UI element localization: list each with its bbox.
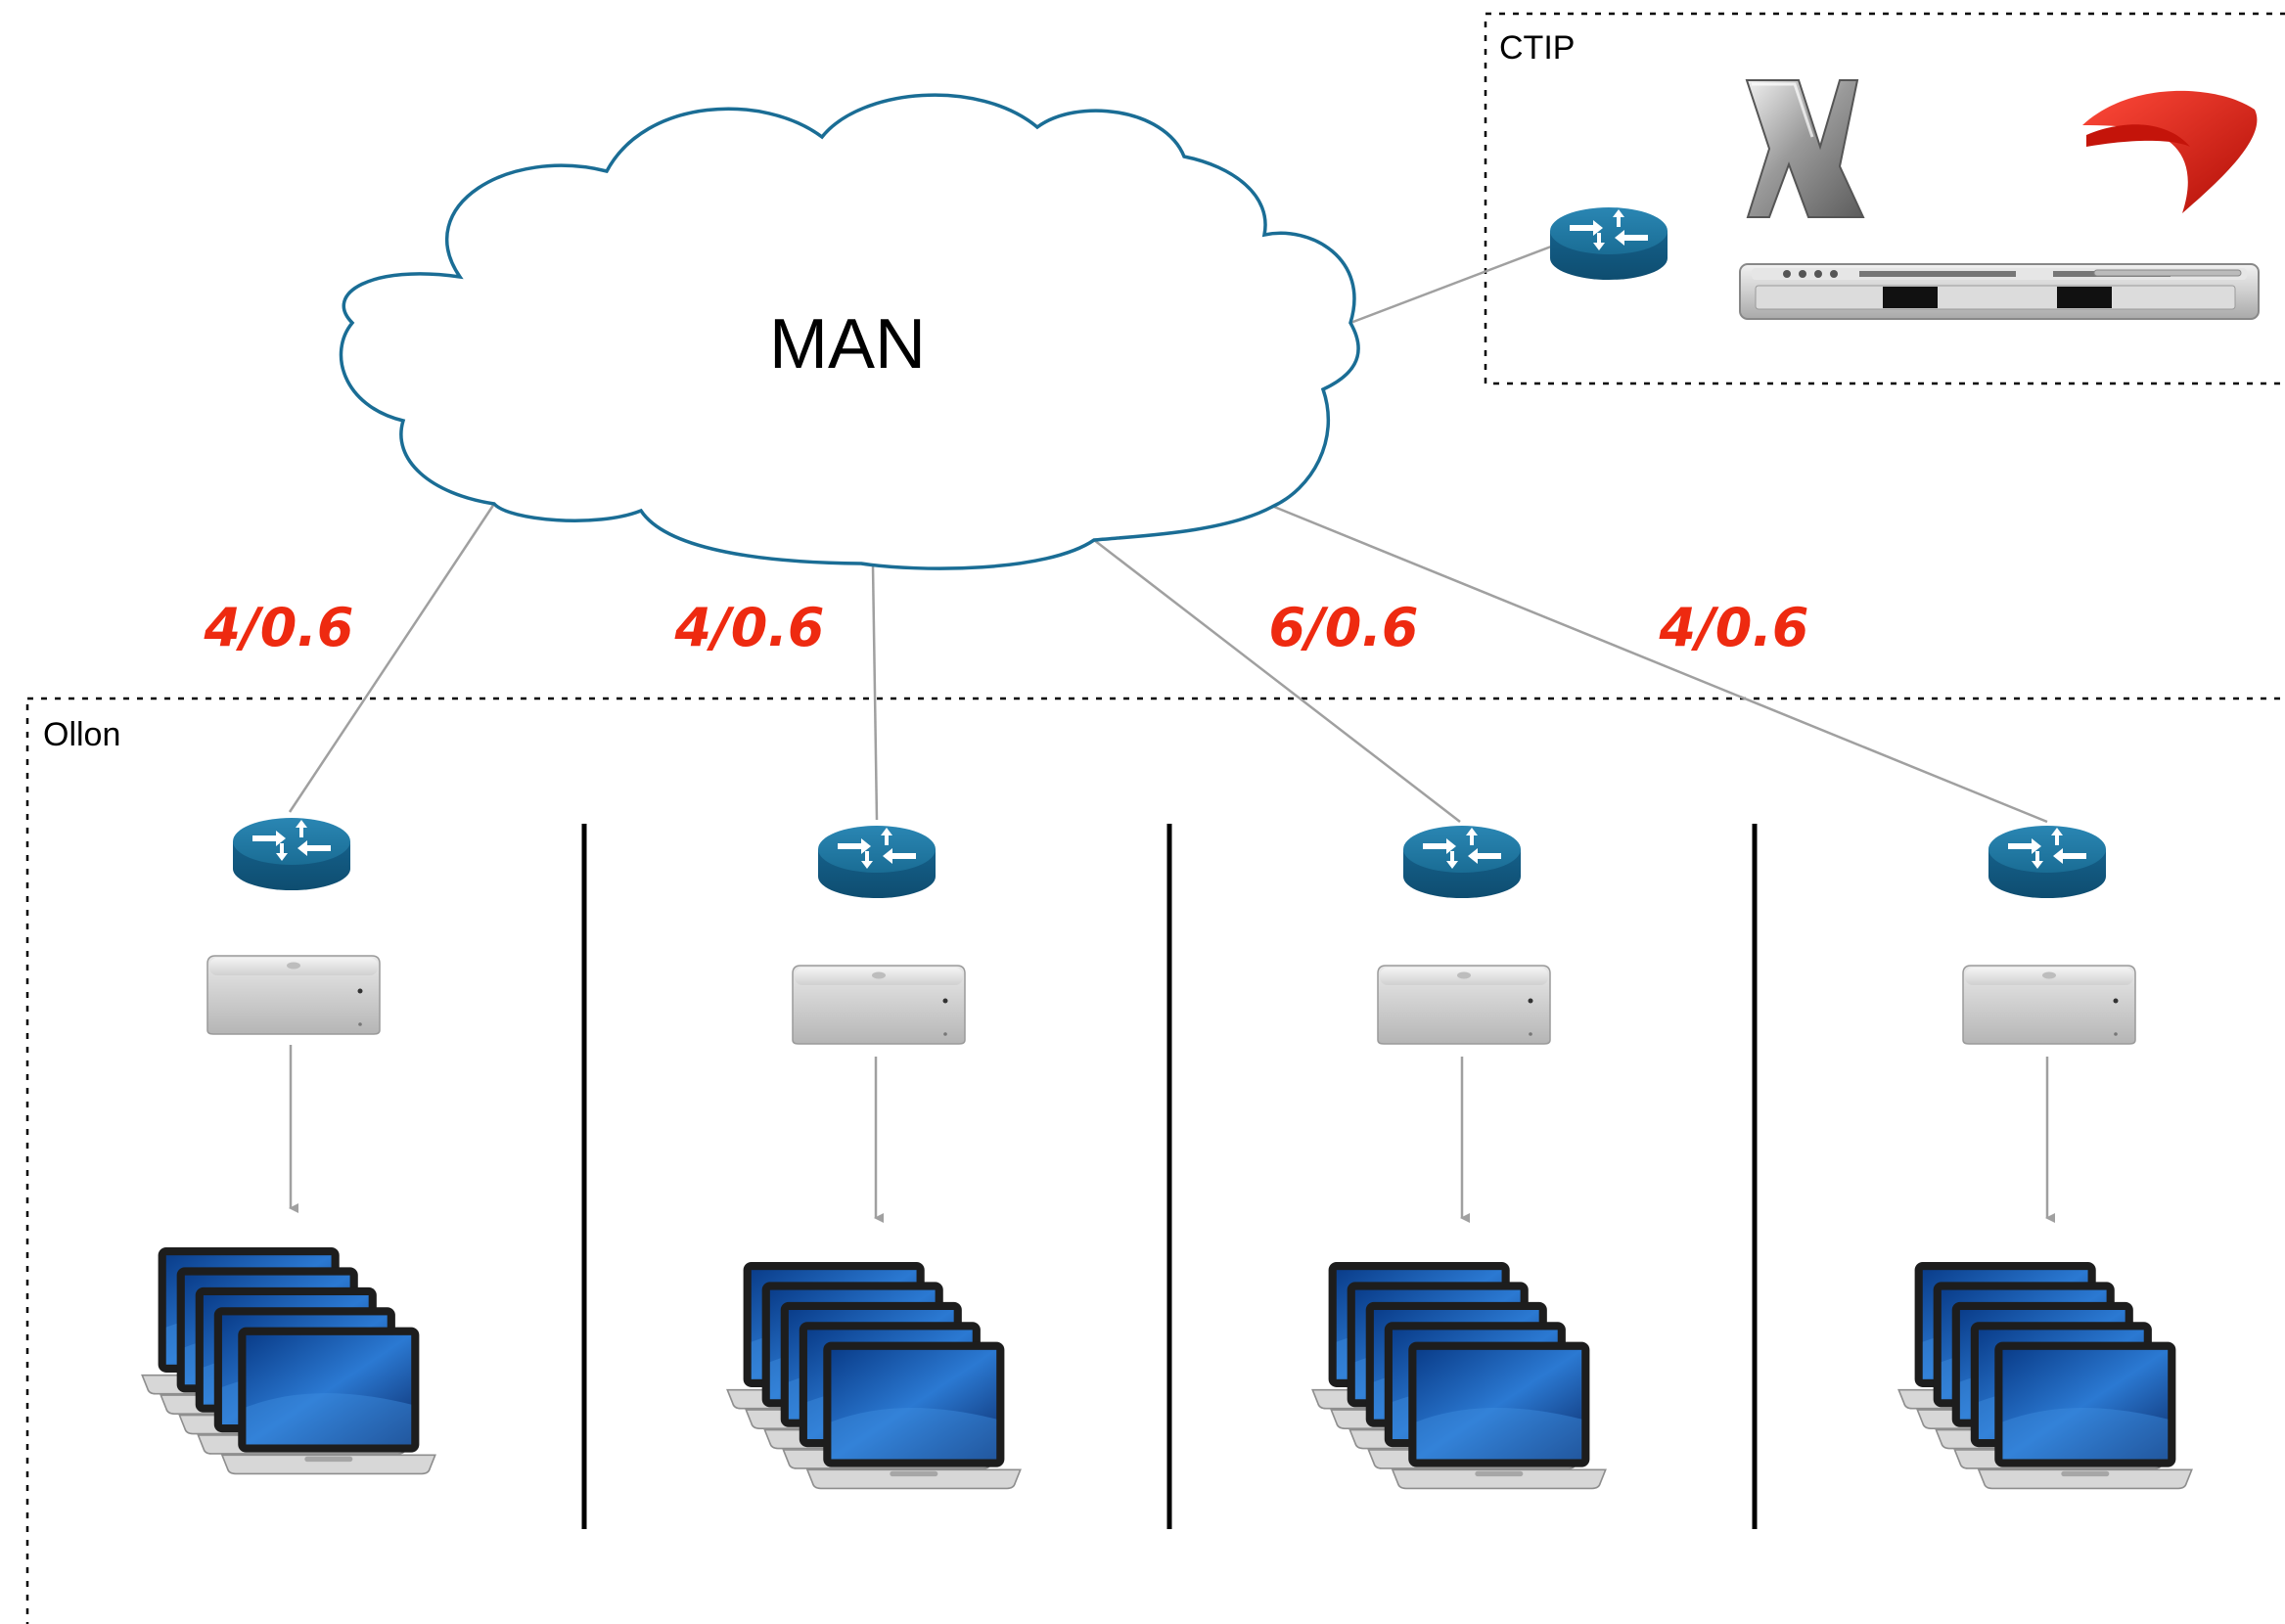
router-icon [1988, 826, 2106, 898]
link-label-1: 4/0.6 [204, 597, 354, 658]
ctip-zone-border [1484, 12, 2285, 385]
mac-mini-icon [792, 965, 966, 1045]
cloud-shape [339, 93, 1360, 570]
site-column-1 [142, 818, 434, 1473]
link-man-site-2 [871, 564, 879, 821]
red-swoosh-logo-icon [2082, 90, 2258, 213]
links [288, 245, 2048, 824]
ctip-equipment [1550, 79, 2260, 320]
link-label-4: 4/0.6 [1659, 597, 1809, 658]
ollon-zone-label: Ollon [43, 716, 120, 753]
zone-ollon: Ollon [25, 697, 2285, 1624]
mac-mini-icon [206, 955, 381, 1035]
zone-ctip: CTIP [1484, 12, 2285, 385]
laptop-stack-icon [1312, 1262, 1605, 1488]
link-label-3: 6/0.6 [1269, 597, 1419, 658]
router-icon [818, 826, 936, 898]
mac-mini-icon [1962, 965, 2136, 1045]
man-cloud-label: MAN [769, 305, 926, 383]
site-column-3 [1312, 826, 1605, 1488]
link-labels: 4/0.6 4/0.6 6/0.6 4/0.6 [204, 597, 1809, 658]
x-logo-icon [1745, 79, 1865, 218]
link-man-ctip [1349, 245, 1552, 325]
link-label-2: 4/0.6 [674, 597, 825, 658]
site-column-2 [727, 826, 1020, 1488]
ctip-zone-label: CTIP [1499, 29, 1575, 67]
site-column-4 [1898, 826, 2191, 1488]
router-icon [1403, 826, 1521, 898]
laptop-stack-icon [1898, 1262, 2191, 1488]
link-man-site-1 [288, 503, 496, 813]
router-icon [1550, 207, 1668, 280]
router-icon [233, 818, 350, 890]
ollon-zone-border [25, 697, 2285, 1624]
column-separators [581, 824, 1758, 1529]
laptop-stack-icon [727, 1262, 1020, 1488]
laptop-stack-icon [142, 1247, 434, 1473]
rack-server-icon [1739, 263, 2260, 320]
link-man-site-4 [1273, 505, 2048, 824]
link-man-site-3 [1093, 539, 1461, 823]
mac-mini-icon [1377, 965, 1551, 1045]
man-cloud: MAN [339, 93, 1360, 570]
